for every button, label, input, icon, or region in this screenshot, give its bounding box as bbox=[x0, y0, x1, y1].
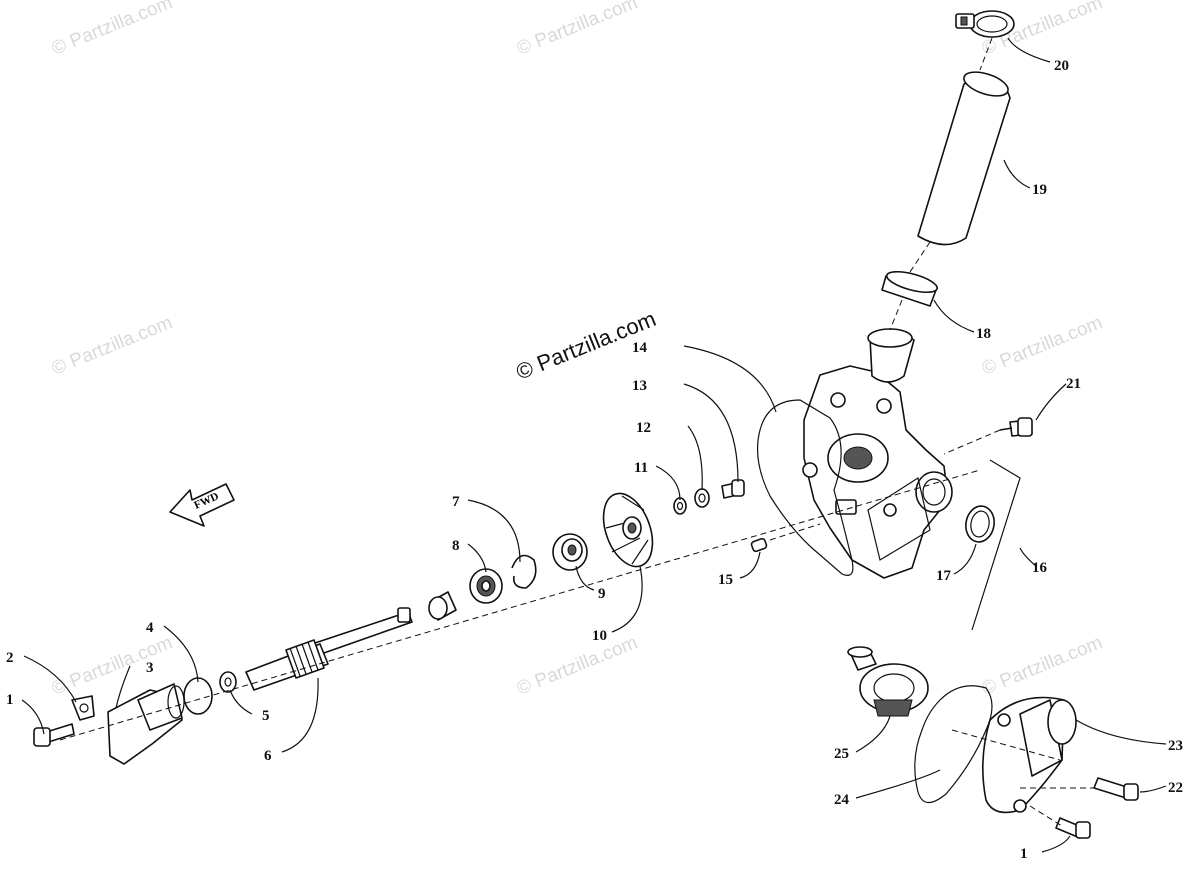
housing-gasket bbox=[756, 399, 854, 576]
callout-21: 21 bbox=[1066, 376, 1081, 392]
callout-23: 23 bbox=[1168, 738, 1183, 754]
callout-1: 1 bbox=[6, 692, 14, 708]
callout-9: 9 bbox=[598, 586, 606, 602]
callout-15: 15 bbox=[718, 572, 733, 588]
cover-o-ring bbox=[183, 677, 213, 715]
impeller bbox=[602, 492, 654, 568]
callout-12: 12 bbox=[636, 420, 651, 436]
coolant-hose bbox=[917, 71, 1011, 246]
fwd-arrow-shape bbox=[169, 483, 235, 527]
circlip bbox=[511, 554, 537, 589]
leader-lines bbox=[21, 37, 1167, 853]
callout-2: 2 bbox=[6, 650, 14, 666]
dowel-pin bbox=[750, 537, 768, 553]
watermark: © Partzilla.com bbox=[514, 0, 641, 60]
thermostat bbox=[847, 646, 929, 717]
callout-19: 19 bbox=[1032, 182, 1047, 198]
outlet-o-ring bbox=[965, 505, 995, 543]
cover-bolt-left bbox=[33, 723, 75, 747]
callout-8: 8 bbox=[452, 538, 460, 554]
callout-1-right: 1 bbox=[1020, 846, 1028, 862]
callout-11: 11 bbox=[634, 460, 648, 476]
thermostat-gasket bbox=[914, 685, 993, 804]
shaft-bushing bbox=[428, 591, 457, 621]
watermark: © Partzilla.com bbox=[514, 632, 641, 699]
shaft-cover bbox=[107, 683, 185, 765]
callout-24: 24 bbox=[834, 792, 850, 808]
housing-bolt bbox=[999, 417, 1033, 437]
callout-3: 3 bbox=[146, 660, 154, 676]
pump-shaft bbox=[245, 607, 413, 691]
callout-10: 10 bbox=[592, 628, 607, 644]
impeller-washers bbox=[673, 479, 745, 515]
thermostat-housing bbox=[982, 696, 1077, 814]
callout-4: 4 bbox=[146, 620, 154, 636]
watermark: © Partzilla.com bbox=[979, 312, 1106, 379]
watermark: © Partzilla.com bbox=[49, 312, 176, 379]
hose-clamp-lower bbox=[881, 270, 938, 307]
housing-long-bolt bbox=[1093, 777, 1139, 801]
wire-clip bbox=[71, 695, 95, 721]
shaft-bearing bbox=[469, 568, 503, 604]
callout-13: 13 bbox=[632, 378, 647, 394]
assembly-axes bbox=[59, 37, 1096, 827]
fwd-arrow: FWD bbox=[169, 483, 235, 527]
callout-14: 14 bbox=[632, 340, 648, 356]
group-bracket bbox=[971, 459, 1021, 631]
watermark: © Partzilla.com bbox=[979, 632, 1106, 699]
thrust-washer bbox=[219, 671, 237, 693]
callout-5: 5 bbox=[262, 708, 270, 724]
callout-18: 18 bbox=[976, 326, 991, 342]
water-pump-housing bbox=[802, 328, 953, 579]
hose-clamp-upper bbox=[955, 10, 1015, 38]
callout-6: 6 bbox=[264, 748, 272, 764]
callout-17: 17 bbox=[936, 568, 952, 584]
callout-7: 7 bbox=[452, 494, 460, 510]
callout-20: 20 bbox=[1054, 58, 1069, 74]
cover-bolt-right bbox=[1055, 817, 1091, 839]
callout-25: 25 bbox=[834, 746, 849, 762]
watermark: © Partzilla.com bbox=[49, 0, 176, 60]
callout-16: 16 bbox=[1032, 560, 1048, 576]
mechanical-seal bbox=[552, 533, 588, 571]
callout-labels: 1 2 3 4 5 6 7 8 9 10 11 12 13 14 15 16 1… bbox=[6, 58, 1183, 862]
callout-22: 22 bbox=[1168, 780, 1183, 796]
